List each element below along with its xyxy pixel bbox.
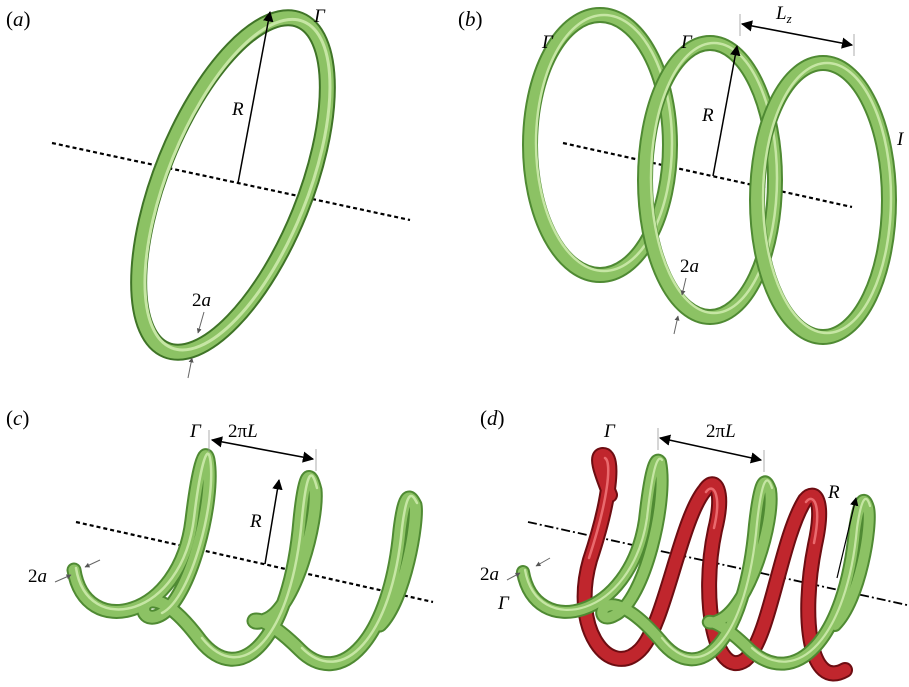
panel-b: (b) R Γ Γ I Lz 2a: [458, 3, 905, 345]
core-diameter-label: 2a: [28, 566, 47, 587]
circulation-label: Γ: [189, 421, 202, 442]
ring-spacing-arrow: [740, 20, 854, 49]
panel-b-label: (b): [458, 7, 483, 31]
circulation-label-mid: Γ: [680, 32, 693, 53]
core-arrow-top: [196, 311, 205, 334]
core-arrow-right: [535, 557, 551, 567]
vortex-ring-1: [522, 7, 678, 283]
panel-a: (a) R Γ 2a: [6, 6, 411, 379]
panel-c: (c) R Γ 2πL 2a: [6, 406, 434, 672]
radius-label: R: [231, 99, 244, 120]
core-arrow-bottom: [673, 315, 680, 335]
radius-arrow: [264, 478, 283, 565]
core-diameter-label: 2a: [192, 290, 211, 311]
core-diameter-label: 2a: [680, 256, 699, 277]
radius-label: R: [827, 482, 840, 503]
symmetry-axis: [562, 141, 853, 209]
vortex-ring: [130, 9, 336, 361]
symmetry-axis: [51, 141, 411, 222]
pitch-label: 2πL: [706, 421, 736, 442]
pitch-label: 2πL: [228, 421, 258, 442]
radius-arrow: [237, 10, 274, 184]
radius-arrow: [712, 44, 741, 177]
core-arrow-left: [54, 574, 72, 583]
helical-vortex-green: [516, 453, 876, 671]
helical-vortex: [66, 448, 423, 672]
panel-c-label: (c): [6, 406, 29, 430]
circulation-label: Γ: [313, 6, 326, 27]
helical-vortex-red: [576, 447, 853, 682]
panel-d-label: (d): [480, 406, 505, 430]
right-edge-label: I: [896, 129, 905, 150]
panel-d: (d) R Γ Γ 2πL 2a: [480, 406, 908, 682]
vortex-ring-2: [637, 35, 783, 325]
core-arrow-right: [84, 559, 101, 568]
circulation-label-left: Γ: [541, 32, 554, 53]
pitch-arrow: [658, 434, 763, 464]
radius-label: R: [249, 511, 262, 532]
ring-spacing-label: Lz: [775, 3, 792, 26]
core-arrow-bottom: [187, 357, 194, 379]
core-diameter-label: 2a: [480, 564, 499, 585]
pitch-arrow: [210, 436, 315, 463]
core-arrow-top: [680, 277, 687, 296]
symmetry-axis: [75, 520, 434, 604]
core-arrow-left: [506, 572, 521, 581]
panel-a-label: (a): [6, 7, 31, 31]
radius-label: R: [701, 105, 714, 126]
vortex-ring-3: [749, 55, 897, 345]
circulation-label-top: Γ: [603, 421, 616, 442]
circulation-label-left: Γ: [497, 593, 510, 614]
radius-arrow: [836, 497, 859, 579]
